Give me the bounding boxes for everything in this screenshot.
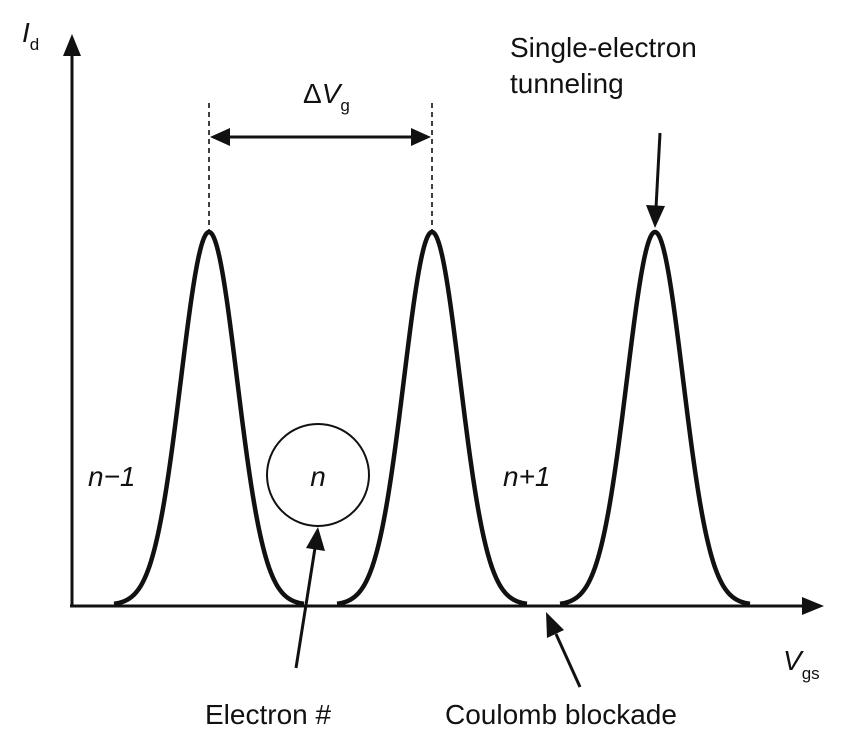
coulomb-blockade-pointer [554, 633, 582, 688]
delta-vg-label: ΔVg [303, 78, 350, 115]
peak-center [335, 229, 529, 607]
region-label-center: n [310, 461, 326, 492]
x-axis-label: Vgs [783, 645, 820, 683]
region-label-right: n+1 [503, 461, 551, 492]
tunneling-pointer-arrowhead [646, 205, 665, 228]
peak-right [558, 229, 752, 607]
delta-vg-arrowhead-left [210, 128, 230, 146]
electron-number-pointer-arrowhead [306, 527, 325, 551]
tunneling-pointer [654, 132, 662, 209]
region-label-left: n−1 [88, 461, 136, 492]
electron-number-pointer [294, 547, 317, 669]
y-axis-label: Id [22, 17, 39, 54]
conductance-peaks [112, 229, 752, 607]
tunneling-label-line2: tunneling [510, 68, 624, 99]
coulomb-blockade-label: Coulomb blockade [445, 699, 677, 730]
coulomb-blockade-pointer-arrowhead [546, 612, 564, 638]
tunneling-label-line1: Single-electron [510, 32, 697, 63]
delta-vg-arrowhead-right [411, 128, 431, 146]
y-axis-arrowhead [63, 34, 81, 56]
electron-number-label: Electron # [205, 699, 331, 730]
peak-left [112, 229, 306, 607]
x-axis-arrowhead [802, 597, 824, 615]
electron-number-circle [266, 423, 370, 527]
